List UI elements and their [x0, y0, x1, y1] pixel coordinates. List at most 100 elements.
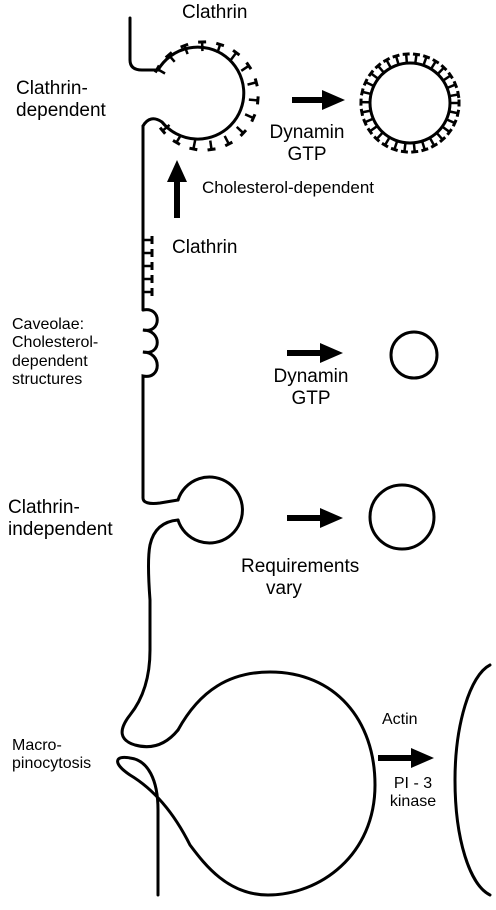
macropinosome-vesicle-edge: [453, 663, 492, 897]
clathrin-bristle: [153, 64, 166, 75]
clathrin-bristle: [445, 118, 458, 127]
coated-pit-membrane: [141, 45, 246, 141]
label-clathrin-independent-line1: Clathrin-: [8, 497, 80, 518]
clathrin-bristle: [382, 56, 392, 69]
coated-pit-clathrin-coat: [153, 40, 260, 152]
clathrin-bristle: [402, 52, 410, 64]
clathrin-bristle: [366, 125, 379, 135]
label-clathrin-dependent: Clathrin- dependent: [16, 78, 106, 122]
clathrin-bristle: [428, 137, 439, 149]
plasma-membrane-neck: [120, 518, 180, 749]
label-clathrin-top: Clathrin: [182, 2, 248, 23]
label-macropinocytosis: Macro- pinocytosis: [12, 737, 91, 774]
arrow-clathrin-independent-to-vesicle: [287, 508, 343, 528]
clathrin-bristle: [244, 113, 257, 123]
clathrin-patch-bristle: [143, 249, 154, 257]
clathrin-bristle: [411, 142, 419, 154]
label-actin: Actin: [382, 711, 418, 728]
arrow-coated-pit-to-vesicle: [292, 90, 345, 110]
clathrin-bristle: [448, 109, 461, 117]
label-clathrin-dependent-line2: dependent: [16, 99, 106, 121]
label-dynamin-gtp-1-line2: GTP: [287, 143, 327, 165]
label-cholesterol-dependent: Cholesterol-dependent: [202, 178, 375, 197]
clathrin-patch: [143, 236, 154, 296]
clathrin-bristle: [180, 42, 189, 55]
clathrin-bristle: [442, 71, 454, 82]
label-caveolae: Caveolae: Cholesterol- dependent structu…: [12, 316, 98, 390]
clathrin-patch-bristle: [143, 236, 154, 244]
clathrin-bristle: [215, 41, 225, 54]
clathrin-bristle: [248, 96, 260, 105]
clathrin-bristle: [359, 108, 371, 117]
macropinosome-membrane: [116, 670, 377, 897]
label-caveolae-line2: Cholesterol-: [12, 334, 99, 352]
clathrin-coated-vesicle: [368, 61, 452, 145]
clathrin-bristle: [223, 135, 234, 148]
clathrin-bristle: [172, 134, 183, 146]
label-requirements-line2: vary: [266, 577, 302, 599]
clathrin-bristle: [189, 139, 198, 152]
clathrin-bristle: [362, 117, 374, 127]
plasma-membrane-top: [128, 16, 160, 72]
clathrin-bristle: [240, 61, 253, 72]
caveolar-vesicle: [389, 330, 439, 380]
clathrin-bristle: [450, 99, 461, 107]
clathrin-patch-bristle: [143, 275, 154, 283]
label-dynamin-gtp-1: Dynamin GTP: [262, 122, 352, 166]
clathrin-bristle: [436, 64, 448, 75]
clathrin-bristle: [360, 88, 372, 96]
clathrin-bristle: [446, 80, 459, 90]
arrow-caveolae-to-vesicle: [287, 343, 343, 363]
clathrin-bristle: [435, 132, 447, 144]
clathrin-bristle: [392, 53, 400, 66]
label-caveolae-line1: Caveolae:: [12, 316, 85, 333]
clathrin-bristle: [381, 136, 391, 149]
plasma-membrane-lower: [141, 406, 180, 505]
label-caveolae-line3: dependent: [12, 352, 88, 370]
clathrin-bristle: [373, 131, 384, 143]
clathrin-patch-bristle: [143, 262, 154, 270]
clathrin-bristle: [367, 69, 379, 80]
clathrin-bristle: [359, 98, 371, 106]
label-requirements-line1: Requirements: [241, 556, 360, 577]
arrow-macropinocytosis: [378, 748, 434, 768]
label-macropinocytosis-line1: Macro-: [12, 737, 62, 754]
label-clathrin-independent: Clathrin- independent: [8, 497, 113, 541]
clathrin-bristle: [412, 52, 421, 64]
label-caveolae-line4: structures: [12, 371, 83, 389]
label-pi3-kinase: PI - 3 kinase: [376, 775, 450, 812]
label-macropinocytosis-line2: pinocytosis: [12, 755, 92, 773]
arrow-cholesterol-upward: [167, 160, 187, 218]
clathrin-bristle: [429, 58, 440, 70]
label-clathrin-dependent-line1: Clathrin-: [16, 78, 88, 99]
clathrin-bristle: [422, 54, 431, 66]
label-pi3-line1: PI - 3: [393, 775, 433, 792]
label-clathrin-mid: Clathrin: [172, 237, 238, 258]
label-dynamin-gtp-2-line1: Dynamin: [273, 366, 349, 387]
clathrin-bristle: [158, 123, 171, 135]
clathrin-bristle: [164, 51, 176, 63]
clathrin-bristle: [247, 78, 259, 87]
clathrin-bristle: [400, 142, 409, 154]
label-dynamin-gtp-2-line2: GTP: [291, 387, 331, 409]
clathrin-bristle: [362, 78, 375, 88]
label-requirements-vary: Requirements vary: [241, 556, 359, 600]
label-pi3-line2: kinase: [389, 793, 437, 811]
clathrin-patch-bristle: [143, 288, 154, 296]
clathrin-independent-bud: [176, 475, 244, 545]
label-clathrin-independent-line2: independent: [8, 518, 113, 540]
clathrin-bristle: [449, 90, 461, 99]
clathrin-bristle: [229, 49, 241, 61]
label-dynamin-gtp-1-line1: Dynamin: [269, 122, 345, 143]
clathrin-bristle: [374, 62, 385, 74]
clathrin-bristle: [420, 140, 429, 153]
clathrin-bristle: [390, 140, 399, 152]
coated-vesicle-clathrin-coat: [359, 52, 461, 154]
clathrin-independent-vesicle: [368, 483, 436, 551]
clathrin-bristle: [198, 40, 207, 52]
clathrin-bristle: [207, 140, 216, 152]
label-dynamin-gtp-2: Dynamin GTP: [266, 366, 356, 410]
caveolae-membrane: [141, 308, 159, 410]
clathrin-bristle: [441, 125, 453, 136]
